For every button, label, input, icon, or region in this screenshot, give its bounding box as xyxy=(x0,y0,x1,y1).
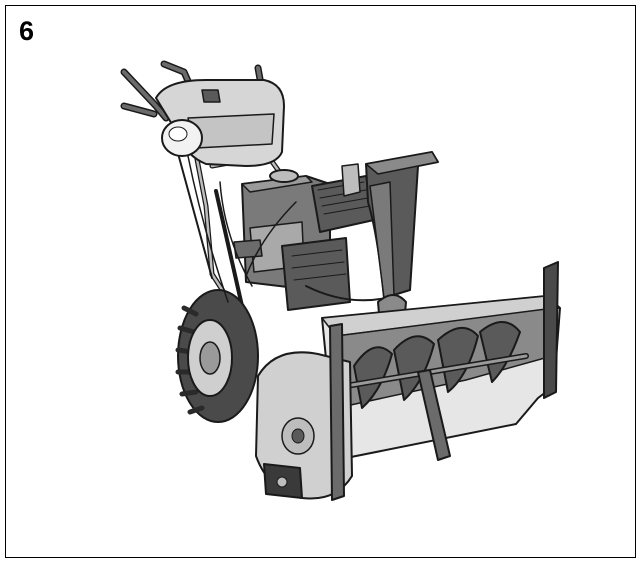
drift-cutters xyxy=(329,261,559,501)
auger-blades xyxy=(343,321,529,409)
side-plate xyxy=(255,351,353,500)
snow-blower-illustration xyxy=(120,60,561,501)
figure-frame: 6 xyxy=(5,5,636,558)
control-panel xyxy=(155,79,285,167)
figure-number: 6 xyxy=(19,16,35,46)
wheel xyxy=(175,289,259,423)
engine xyxy=(233,163,387,311)
control-cables xyxy=(187,155,297,303)
